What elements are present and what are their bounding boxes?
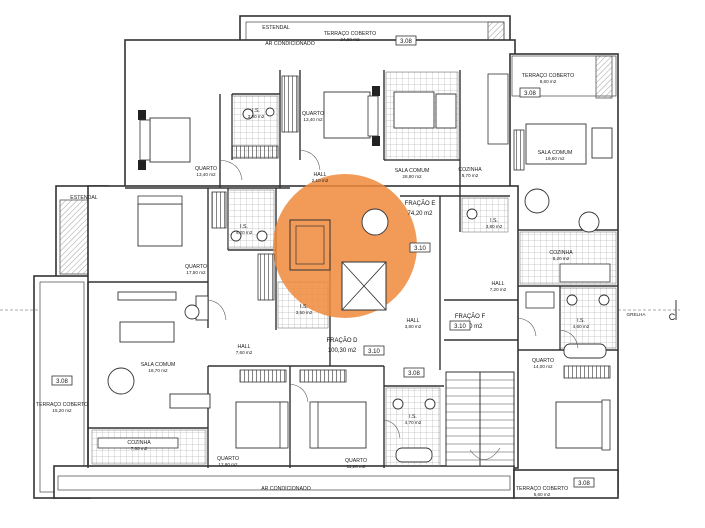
room-area-quarto-a: 13,40 m2 (196, 172, 216, 177)
code-label: 3.10 (368, 349, 380, 355)
staircase (445, 371, 515, 467)
room-name-is-f: I.S. (409, 414, 417, 420)
room-name-terraco-top: TERRAÇO COBERTO (324, 31, 376, 37)
room-name-sala-e: SALA COMUM (395, 168, 430, 174)
fraction-d-highlight (273, 174, 417, 318)
room-area-sala-d: 18,70 m2 (148, 368, 168, 373)
room-name-cozinha-f: COZINHA (549, 250, 573, 256)
room-name-is-b: I.S. (240, 224, 248, 230)
room-area-is-a: 3,80 m2 (248, 114, 265, 119)
room-name-quarto-c: QUARTO (185, 264, 207, 270)
svg-text:FRAÇÃO E: FRAÇÃO E (405, 200, 436, 207)
svg-text:FRAÇÃO F: FRAÇÃO F (455, 313, 486, 320)
room-name-estendal-l: ESTENDAL (70, 195, 98, 201)
room-area-hall-e: 2,10 m2 (312, 178, 329, 183)
room-name-is-e: I.S. (577, 318, 585, 324)
room-name-terraco-l: TERRAÇO COBERTO (36, 402, 88, 408)
room-area-terraco-tr: 8,60 m2 (540, 79, 557, 84)
fraction-d-label: FRAÇÃO D 100,30 m2 (326, 337, 358, 354)
room-name-ar-cond-top: AR CONDICIONADO (265, 41, 315, 47)
fraction-e-label: FRAÇÃO E 74,20 m2 (405, 200, 436, 217)
room-area-sala-f: 19,60 m2 (545, 156, 565, 161)
code-label: 3.10 (454, 324, 466, 330)
code-label: 3.08 (578, 481, 590, 487)
code-label: 3.08 (400, 39, 412, 45)
room-name-quarto-a: QUARTO (195, 166, 217, 172)
room-area-is-f: 4,70 m2 (405, 420, 422, 425)
room-area-cozinha-f: 8,20 m2 (553, 256, 570, 261)
room-name-cozinha-d: COZINHA (127, 440, 151, 446)
room-name-quarto-b: QUARTO (302, 111, 324, 117)
code-boxes: 3.08 3.08 3.10 3.10 3.10 3.08 3.08 3.08 (51, 35, 595, 488)
room-name-quarto-d2: QUARTO (345, 458, 367, 464)
room-area-hall-d: 7,60 m2 (236, 350, 253, 355)
room-name-quarto-d1: QUARTO (217, 456, 239, 462)
room-name-is-a: I.S. (252, 108, 260, 114)
room-area-hall-f: 7,20 m2 (490, 287, 507, 292)
room-name-hall-f: HALL (492, 281, 505, 287)
room-name-cozinha-e: COZINHA (458, 167, 482, 173)
room-name-terraco-tr: TERRAÇO COBERTO (522, 73, 574, 79)
room-area-is-d: 3,50 m2 (296, 310, 313, 315)
room-name-quarto-f: QUARTO (532, 358, 554, 364)
room-area-quarto-d2: 11,20 m2 (347, 464, 366, 469)
svg-text:100,30 m2: 100,30 m2 (328, 348, 357, 354)
room-area-is-e: 4,60 m2 (573, 324, 590, 329)
doors (0, 149, 680, 439)
room-name-hall-d: HALL (238, 344, 251, 350)
code-label: 3.08 (524, 91, 536, 97)
room-area-cozinha-d: 7,60 m2 (131, 446, 148, 451)
room-name-ar-cond-bot: AR CONDICIONADO (261, 486, 311, 492)
room-name-estendal-top: ESTENDAL (262, 25, 290, 31)
room-area-terraco-l: 15,20 m2 (52, 408, 72, 413)
room-name-terraco-br: TERRAÇO COBERTO (516, 486, 568, 492)
code-label: 3.10 (414, 246, 426, 252)
room-area-quarto-c: 17,50 m2 (186, 270, 206, 275)
room-area-terraco-top: 24,60 m2 (340, 37, 360, 42)
room-area-is-c: 3,80 m2 (486, 224, 503, 229)
room-area-is-b: 4,20 m2 (236, 230, 253, 235)
room-name-sala-f: SALA COMUM (538, 150, 573, 156)
room-name-sala-d: SALA COMUM (141, 362, 176, 368)
section-mark: C (669, 312, 676, 322)
code-label: 3.08 (56, 379, 68, 385)
room-name-is-d: I.S. (300, 304, 308, 310)
svg-text:74,20 m2: 74,20 m2 (407, 211, 433, 217)
furniture (97, 73, 613, 463)
room-area-hall-c: 3,80 m2 (405, 324, 422, 329)
room-area-terraco-br: 5,60 m2 (534, 492, 551, 497)
svg-text:FRAÇÃO D: FRAÇÃO D (326, 337, 358, 344)
grelha-label: GRELHA (627, 312, 647, 317)
room-name-hall-e: HALL (314, 172, 327, 178)
room-area-quarto-b: 13,40 m2 (303, 117, 323, 122)
code-label: 3.08 (408, 371, 420, 377)
room-area-cozinha-e: 8,70 m2 (462, 173, 479, 178)
room-name-hall-c: HALL (407, 318, 420, 324)
room-area-sala-e: 28,80 m2 (402, 174, 422, 179)
room-name-is-c: I.S. (490, 218, 498, 224)
room-area-quarto-f: 14,00 m2 (533, 364, 553, 369)
room-area-quarto-d1: 12,60 m2 (218, 462, 238, 467)
